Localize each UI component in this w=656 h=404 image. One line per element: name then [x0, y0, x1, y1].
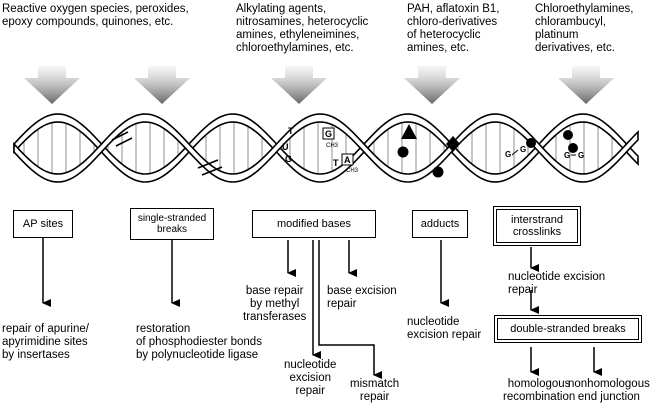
crosslink-dot-2 [563, 130, 573, 140]
strand-breaks [111, 131, 223, 176]
adduct-circle-1 [397, 146, 409, 158]
base-label-t2: T [333, 158, 339, 168]
methylated-a-box [341, 153, 354, 166]
dna-strand-back [13, 113, 639, 183]
repair-text-apurinic: repair of apurine/ apyrimidine sites by … [2, 323, 89, 361]
adduct-diamond [446, 136, 460, 152]
repair-text-nucleotide-excision-adduct: nucleotide excision repair [407, 316, 482, 341]
agent-arrow-1 [24, 66, 80, 104]
repair-text-nonhomologous: nonhomologous end junction [568, 378, 650, 403]
base-label-g-methyl: G [325, 129, 332, 139]
ch3-label-2: CH3 [346, 168, 359, 174]
box-modified-bases: modified bases [252, 210, 376, 238]
crosslink-dot-3 [568, 143, 578, 153]
agent-arrow-2 [134, 66, 190, 104]
box-double-stranded-breaks: double-stranded breaks [494, 315, 642, 343]
agent-arrow-3 [271, 66, 327, 104]
base-label-a-methyl: A [344, 155, 351, 165]
agent-text-alkylating: Alkylating agents, nitrosamines, heteroc… [236, 3, 369, 54]
crosslink-symbols: G G G G [505, 130, 584, 160]
crosslink-g-4: G [578, 151, 584, 160]
crosslink-g-3: G [564, 151, 570, 160]
agent-arrows [24, 66, 614, 104]
arrow-mismatch [318, 240, 382, 379]
methylated-g-box [322, 127, 335, 140]
base-label-t: T [288, 126, 294, 136]
agent-arrow-4 [404, 66, 460, 104]
dna-strand-front [13, 113, 639, 183]
ch3-label-1: CH3 [326, 143, 339, 149]
agent-text-oxidative: Reactive oxygen species, peroxides, epox… [2, 3, 189, 28]
repair-text-base-excision: base excision repair [327, 285, 397, 310]
base-label-g: G [285, 154, 292, 164]
box-interstrand-crosslinks: interstrand crosslinks [493, 206, 581, 246]
repair-text-restoration: restoration of phosphodiester bonds by p… [136, 323, 262, 361]
repair-text-nucleotide-excision-cross: nucleotide excision repair [508, 271, 606, 296]
repair-text-nucleotide-excision-mod: nucleotide excision repair [284, 359, 337, 397]
repair-arrows [42, 238, 602, 379]
adduct-shapes [397, 124, 460, 178]
modified-base-symbols: T U G G CH3 T A CH3 [282, 126, 359, 174]
adduct-triangle [401, 124, 417, 139]
repair-text-mismatch: mismatch repair [350, 378, 400, 403]
box-ap-sites: AP sites [13, 210, 73, 238]
box-single-stranded-breaks: single-stranded breaks [130, 208, 214, 240]
agent-text-crosslinkers: Chloroethylamines, chlorambucyl, platinu… [535, 3, 634, 54]
box-adducts: adducts [412, 210, 468, 238]
repair-text-methyl: base repair by methyl transferases [243, 285, 307, 323]
base-label-u: U [282, 142, 289, 152]
agent-arrow-5 [558, 66, 614, 104]
adduct-circle-2 [432, 166, 444, 178]
repair-text-homologous: homologous recombination [503, 378, 576, 403]
agent-text-pah: PAH, aflatoxin B1, chloro-derivatives of… [407, 3, 500, 54]
crosslink-dot-1 [526, 138, 536, 148]
crosslink-g-1: G [505, 150, 511, 159]
crosslink-g-2: G [520, 145, 526, 154]
